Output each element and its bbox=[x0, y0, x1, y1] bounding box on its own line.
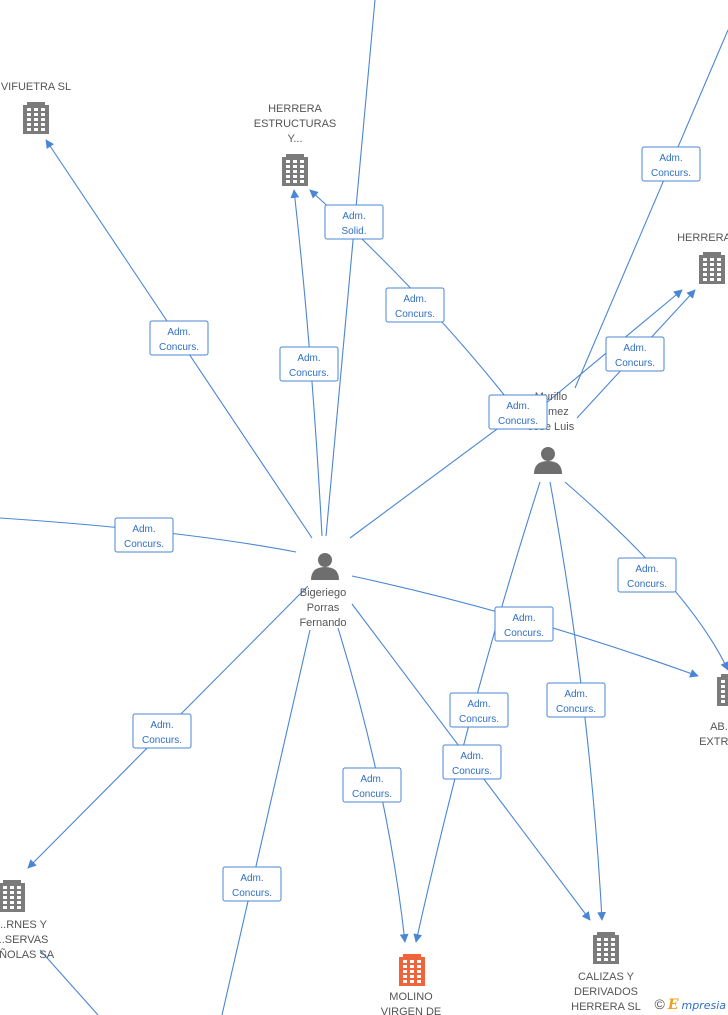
node-label: DERIVADOS bbox=[574, 986, 638, 998]
edge-carnes-bottom bbox=[39, 949, 99, 1015]
node-calizas[interactable]: CALIZAS Y DERIVADOS HERRERA SL bbox=[571, 932, 641, 1013]
relation-badge-label: Adm. bbox=[167, 327, 190, 338]
node-label: VIFUETRA SL bbox=[1, 81, 71, 93]
relation-badge-label: Concurs. bbox=[615, 358, 655, 369]
node-herrera_right-building-icon bbox=[699, 252, 725, 284]
node-herrera-estructuras[interactable]: HERRERA ESTRUCTURAS Y... bbox=[254, 103, 337, 186]
relation-badge-label: Concurs. bbox=[142, 735, 182, 746]
node-label: ...ÑOLAS SA bbox=[0, 948, 55, 961]
relation-badge[interactable]: Adm. Concurs. bbox=[279, 346, 339, 382]
relation-badge[interactable]: Adm. Concurs. bbox=[132, 713, 192, 749]
relation-badge[interactable]: Adm. Concurs. bbox=[494, 606, 554, 642]
node-label: Porras bbox=[307, 602, 340, 614]
relation-badge-label: Concurs. bbox=[498, 416, 538, 427]
relation-badge[interactable]: Adm. Concurs. bbox=[449, 692, 509, 728]
edge-bigeriego-bottom bbox=[221, 629, 311, 1015]
node-abastos[interactable]: AB... EXTRE... bbox=[699, 674, 728, 748]
relation-badge[interactable]: Adm. Concurs. bbox=[546, 682, 606, 718]
relation-badge-label: Concurs. bbox=[232, 888, 272, 899]
node-herrera-right[interactable]: HERRERA bbox=[677, 232, 728, 284]
node-molino-building-icon bbox=[399, 954, 425, 986]
node-label: Y... bbox=[287, 133, 302, 145]
relation-badge[interactable]: Adm. Concurs. bbox=[222, 866, 282, 902]
node-vifuetra-building-icon bbox=[23, 102, 49, 134]
brand-logo-text: mpresia bbox=[681, 999, 726, 1012]
node-vifuetra[interactable]: VIFUETRA SL bbox=[1, 81, 71, 134]
relation-badge-label: Concurs. bbox=[124, 539, 164, 550]
badges: Adm. Concurs. Adm. Solid. Adm. Concurs. Adm. Co… bbox=[114, 146, 701, 902]
node-label: ...SERVAS bbox=[0, 934, 48, 946]
relation-badge-label: Adm. bbox=[240, 873, 263, 884]
relation-badge-label: Concurs. bbox=[352, 789, 392, 800]
relation-badge-label: Adm. bbox=[623, 343, 646, 354]
relation-badge-label: Adm. bbox=[297, 353, 320, 364]
relation-badge-label: Adm. bbox=[564, 689, 587, 700]
relation-badge-label: Concurs. bbox=[627, 579, 667, 590]
relation-badge-label: Concurs. bbox=[556, 704, 596, 715]
node-label: Fernando bbox=[299, 617, 346, 629]
edge-bigeriego-top bbox=[325, 0, 376, 537]
node-label: CALIZAS Y bbox=[578, 971, 635, 983]
relation-badge[interactable]: Adm. Concurs. bbox=[342, 767, 402, 803]
relation-badge-label: Adm. bbox=[342, 211, 365, 222]
node-label: ESTRUCTURAS bbox=[254, 118, 337, 130]
edge-bigeriego-murillo bbox=[349, 411, 521, 539]
node-label: ...RNES Y bbox=[0, 919, 48, 931]
relation-badge-label: Adm. bbox=[467, 699, 490, 710]
relation-badge-label: Concurs. bbox=[651, 168, 691, 179]
relation-badge-label: Concurs. bbox=[395, 309, 435, 320]
relation-badge-label: Adm. bbox=[460, 751, 483, 762]
relation-badge-label: Concurs. bbox=[504, 628, 544, 639]
node-label: AB... bbox=[710, 721, 728, 733]
node-herrera_estructuras-building-icon bbox=[282, 154, 308, 186]
relation-badge-label: Concurs. bbox=[289, 368, 329, 379]
copyright-icon: © bbox=[654, 996, 665, 1012]
relation-badge[interactable]: Adm. Concurs. bbox=[641, 146, 701, 182]
node-molino[interactable]: MOLINO VIRGEN DE bbox=[381, 954, 442, 1015]
node-carnes[interactable]: ...RNES Y ...SERVAS ...ÑOLAS SA bbox=[0, 880, 55, 961]
relation-badge-label: Adm. bbox=[659, 153, 682, 164]
nodes: VIFUETRA SLHERRERAESTRUCTURASY...HERRERA… bbox=[0, 81, 728, 1015]
relation-badge[interactable]: Adm. Concurs. bbox=[385, 287, 445, 323]
relation-badge[interactable]: Adm. Concurs. bbox=[442, 744, 502, 780]
relation-badge-label: Adm. bbox=[132, 524, 155, 535]
relation-badge[interactable]: Adm. Concurs. bbox=[114, 517, 174, 553]
relation-badge-label: Concurs. bbox=[159, 342, 199, 353]
node-bigeriego-person-icon bbox=[311, 553, 339, 580]
relation-badge-label: Adm. bbox=[506, 401, 529, 412]
node-label: HERRERA bbox=[268, 103, 322, 115]
relation-badge-label: Concurs. bbox=[452, 766, 492, 777]
node-abastos-building-icon bbox=[717, 674, 728, 706]
relation-badge[interactable]: Adm. Concurs. bbox=[488, 394, 548, 430]
relation-badge[interactable]: Adm. Concurs. bbox=[617, 557, 677, 593]
node-calizas-building-icon bbox=[593, 932, 619, 964]
relation-badge-label: Adm. bbox=[635, 564, 658, 575]
relation-badge-label: Adm. bbox=[512, 613, 535, 624]
edge-murillo-top bbox=[574, 29, 728, 389]
relation-badge[interactable]: Adm. Solid. bbox=[324, 204, 384, 240]
relation-badge-label: Adm. bbox=[150, 720, 173, 731]
node-label: MOLINO bbox=[389, 991, 433, 1003]
relation-badge[interactable]: Adm. Concurs. bbox=[605, 336, 665, 372]
node-label: HERRERA bbox=[677, 232, 728, 244]
relation-badge-label: Adm. bbox=[403, 294, 426, 305]
node-label: EXTRE... bbox=[699, 736, 728, 748]
relation-badge-label: Solid. bbox=[341, 226, 366, 237]
relation-badge-label: Concurs. bbox=[459, 714, 499, 725]
node-carnes-building-icon bbox=[0, 880, 25, 912]
brand-logo-letter: E bbox=[667, 997, 679, 1013]
relation-badge[interactable]: Adm. Concurs. bbox=[149, 320, 209, 356]
node-label: VIRGEN DE bbox=[381, 1006, 442, 1015]
node-label: Bigeriego bbox=[300, 587, 346, 599]
node-murillo-person-icon bbox=[534, 447, 562, 474]
node-label: HERRERA SL bbox=[571, 1001, 641, 1013]
relation-badge-label: Adm. bbox=[360, 774, 383, 785]
